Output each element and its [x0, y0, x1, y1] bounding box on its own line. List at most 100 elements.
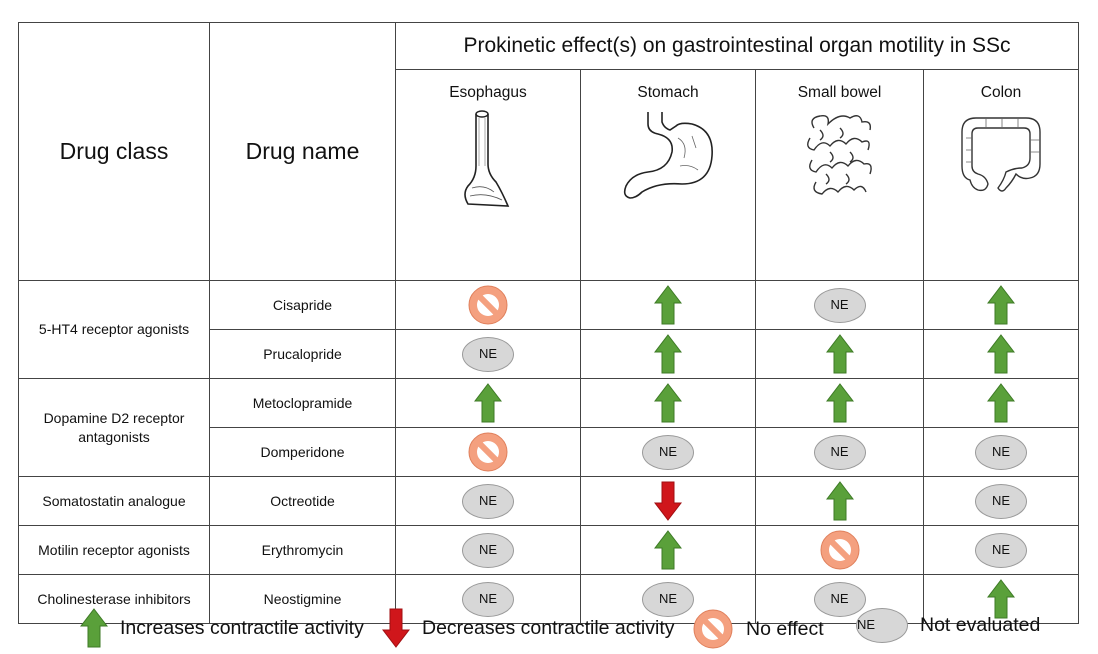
effect-cell: [922, 329, 1080, 379]
drug-effect-table: Drug class Drug name Prokinetic effect(s…: [18, 22, 1080, 624]
legend-up-arrow-icon: [80, 608, 108, 648]
header-stomach: Stomach: [580, 69, 756, 281]
legend-increase: Increases contractile activity: [80, 608, 364, 648]
legend-down-arrow-icon: [382, 608, 410, 648]
effect-cell: NE: [395, 525, 581, 575]
drug-class-cell: Motilin receptor agonists: [18, 525, 210, 575]
up-arrow-icon: [654, 530, 682, 570]
up-arrow-icon: [987, 579, 1016, 619]
legend-ne-badge: NE: [856, 608, 908, 643]
ne-badge: NE: [813, 287, 866, 323]
drug-name-cell: Metoclopramide: [209, 378, 396, 428]
effect-cell: [755, 378, 924, 428]
table-row: Domperidone NE NE NE: [19, 427, 1080, 477]
up-arrow-icon: [987, 383, 1016, 423]
effect-cell: NE: [922, 525, 1080, 575]
ne-badge: NE: [975, 532, 1028, 568]
organ-label-small-bowel: Small bowel: [797, 84, 882, 101]
colon-icon: [961, 117, 1041, 192]
legend-not-evaluated: NE Not evaluated: [856, 608, 1040, 643]
legend-not-evaluated-label: Not evaluated: [920, 614, 1041, 636]
up-arrow-icon: [987, 334, 1016, 374]
header-drug-class: Drug class: [18, 22, 210, 281]
legend-increase-label: Increases contractile activity: [120, 616, 364, 639]
organ-label-colon: Colon: [980, 84, 1022, 101]
up-arrow-icon: [825, 334, 854, 374]
effect-cell: [755, 525, 924, 575]
effect-cell: [580, 378, 756, 428]
effect-cell: [755, 476, 924, 526]
effect-cell: [395, 427, 581, 477]
ne-badge: NE: [642, 581, 694, 617]
header-prokinetic-title: Prokinetic effect(s) on gastrointestinal…: [394, 22, 1080, 70]
header-small-bowel: Small bowel: [755, 69, 924, 281]
no-effect-icon: [820, 530, 859, 570]
effect-cell: [580, 525, 756, 575]
drug-class-cell: 5-HT4 receptor agonists: [18, 280, 210, 379]
effect-cell: [395, 378, 581, 428]
drug-name-cell: Erythromycin: [209, 525, 396, 575]
ne-badge: NE: [462, 532, 514, 568]
effect-cell: NE: [580, 427, 756, 477]
legend: Increases contractile activity Decreases…: [0, 600, 1098, 654]
effect-cell: [580, 329, 756, 379]
no-effect-icon: [468, 285, 508, 325]
up-arrow-icon: [474, 383, 502, 423]
legend-decrease-label: Decreases contractile activity: [422, 616, 675, 639]
up-arrow-icon: [654, 285, 682, 325]
effect-cell: [580, 476, 756, 526]
effect-cell: NE: [395, 574, 581, 624]
ne-badge: NE: [975, 434, 1028, 470]
small-bowel-icon: [806, 114, 872, 195]
effect-cell: NE: [395, 476, 581, 526]
drug-class-cell: Dopamine D2 receptor antagonists: [18, 378, 210, 477]
ne-badge: NE: [462, 336, 514, 372]
header-esophagus: Esophagus: [395, 69, 581, 281]
legend-no-effect-icon: [693, 609, 733, 649]
up-arrow-icon: [825, 383, 854, 423]
down-arrow-icon: [654, 481, 682, 521]
esophagus-icon: [464, 110, 510, 207]
organ-label-stomach: Stomach: [637, 84, 699, 101]
effect-cell: [395, 280, 581, 330]
effect-cell: NE: [395, 329, 581, 379]
effect-cell: [922, 280, 1080, 330]
ne-badge: NE: [642, 434, 694, 470]
effect-cell: [755, 329, 924, 379]
organ-label-esophagus: Esophagus: [449, 84, 527, 101]
ne-badge: NE: [813, 434, 866, 470]
up-arrow-icon: [654, 334, 682, 374]
ne-badge: NE: [813, 581, 866, 617]
ne-badge: NE: [462, 581, 514, 617]
legend-decrease: Decreases contractile activity: [382, 608, 675, 648]
drug-name-cell: Domperidone: [209, 427, 396, 477]
drug-class-cell: Somatostatin analogue: [18, 476, 210, 526]
effect-cell: [922, 378, 1080, 428]
effect-cell: [922, 574, 1080, 624]
up-arrow-icon: [987, 285, 1016, 325]
ne-badge: NE: [975, 483, 1028, 519]
drug-class-cell: Cholinesterase inhibitors: [18, 574, 210, 624]
stomach-icon: [623, 112, 713, 199]
up-arrow-icon: [825, 481, 854, 521]
legend-no-effect: No effect: [692, 608, 824, 650]
header-drug-name: Drug name: [209, 22, 396, 281]
drug-name-cell: Prucalopride: [209, 329, 396, 379]
header-colon: Colon: [922, 69, 1080, 281]
drug-name-cell: Octreotide: [209, 476, 396, 526]
ne-badge: NE: [462, 483, 514, 519]
legend-no-effect-label: No effect: [746, 617, 824, 640]
effect-cell: NE: [755, 427, 924, 477]
effect-cell: NE: [922, 427, 1080, 477]
drug-name-cell: Neostigmine: [209, 574, 396, 624]
effect-cell: NE: [755, 280, 924, 330]
effect-cell: NE: [922, 476, 1080, 526]
effect-cell: [580, 280, 756, 330]
drug-name-cell: Cisapride: [209, 280, 396, 330]
up-arrow-icon: [654, 383, 682, 423]
